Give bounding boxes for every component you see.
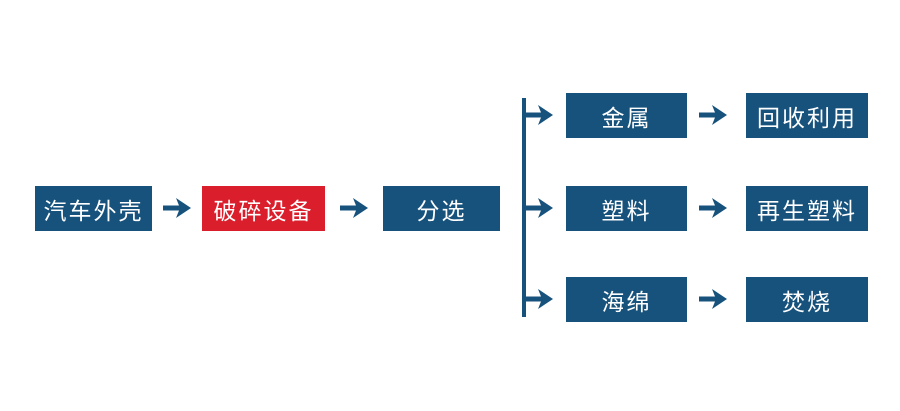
arrow-right-icon bbox=[340, 198, 368, 218]
flow-node-incineration-label: 焚烧 bbox=[782, 288, 832, 315]
arrow-right-icon bbox=[699, 105, 727, 125]
flow-node-car-shell: 汽车外壳 bbox=[35, 186, 152, 231]
flow-node-sorting: 分选 bbox=[383, 186, 500, 231]
flow-node-recycled-plastic-label: 再生塑料 bbox=[757, 197, 857, 224]
flow-node-incineration: 焚烧 bbox=[746, 277, 868, 322]
flow-node-crusher: 破碎设备 bbox=[202, 186, 325, 231]
arrow-right-icon bbox=[525, 198, 553, 218]
arrow-right-icon bbox=[699, 198, 727, 218]
flow-node-metal: 金属 bbox=[566, 93, 687, 138]
flow-node-sponge-label: 海绵 bbox=[601, 288, 652, 315]
flow-node-recycled-plastic: 再生塑料 bbox=[746, 186, 868, 231]
flow-node-plastic: 塑料 bbox=[566, 186, 687, 231]
branch-connector-line bbox=[522, 98, 526, 317]
flow-node-recycle: 回收利用 bbox=[746, 93, 868, 138]
flow-node-recycle-label: 回收利用 bbox=[757, 104, 857, 131]
arrow-right-icon bbox=[699, 289, 727, 309]
flow-node-car-shell-label: 汽车外壳 bbox=[43, 197, 144, 224]
flow-node-metal-label: 金属 bbox=[601, 104, 652, 131]
flow-node-plastic-label: 塑料 bbox=[601, 197, 652, 224]
flow-node-sponge: 海绵 bbox=[566, 277, 687, 322]
arrow-right-icon bbox=[163, 198, 191, 218]
arrow-right-icon bbox=[525, 289, 553, 309]
flow-node-sorting-label: 分选 bbox=[416, 197, 467, 224]
flow-node-crusher-label: 破碎设备 bbox=[213, 197, 314, 224]
arrow-right-icon bbox=[525, 105, 553, 125]
